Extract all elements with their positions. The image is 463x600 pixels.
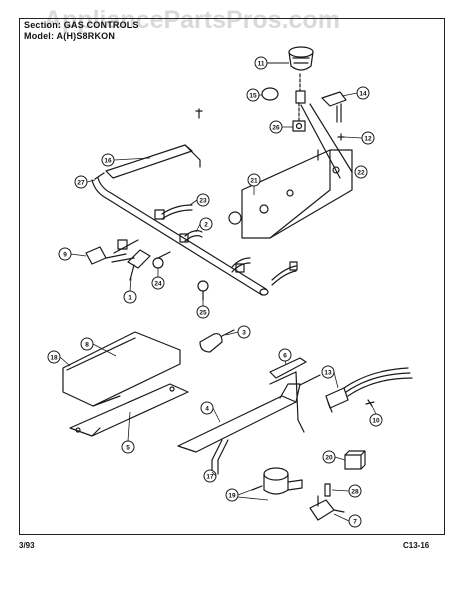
- valve-mid: [231, 257, 251, 273]
- callout-6: 6: [278, 348, 292, 362]
- svg-text:5: 5: [126, 445, 130, 452]
- svg-text:4: 4: [205, 406, 209, 413]
- callout-11: 11: [254, 56, 289, 70]
- callout-13: 13: [321, 365, 335, 379]
- burner-valve-2: [179, 230, 203, 243]
- svg-text:27: 27: [77, 180, 85, 187]
- callout-21: 21: [247, 173, 261, 187]
- support-bracket: [69, 383, 189, 437]
- callout-14: 14: [356, 86, 370, 100]
- bracket-rail: [177, 371, 301, 453]
- svg-text:9: 9: [63, 252, 67, 259]
- valve-right: [271, 261, 298, 286]
- callout-3: 3: [237, 325, 251, 339]
- svg-text:21: 21: [250, 178, 258, 185]
- callout-27: 27: [74, 175, 88, 189]
- burner-valve-23: [154, 204, 193, 220]
- orifice-stem: [295, 73, 306, 104]
- gas-regulator: [251, 467, 303, 495]
- callout-10: 10: [369, 413, 383, 427]
- gas-tube: [211, 439, 229, 475]
- svg-text:10: 10: [372, 418, 380, 425]
- watermark: AppliancePartsPros.com: [44, 6, 340, 34]
- connector-3: [199, 329, 235, 353]
- callout-20: 20: [322, 450, 336, 464]
- clip-bracket: [321, 91, 347, 123]
- callout-8: 8: [80, 337, 94, 351]
- svg-text:19: 19: [228, 493, 236, 500]
- svg-text:12: 12: [364, 136, 372, 143]
- fitting-28: [324, 483, 331, 497]
- callout-4: 4: [200, 401, 214, 415]
- callout-5: 5: [121, 440, 135, 454]
- manifold-bar: [105, 144, 201, 179]
- screw-12: [337, 133, 345, 141]
- svg-text:7: 7: [353, 519, 357, 526]
- callout-18: 18: [47, 350, 61, 364]
- callout-15: 15: [246, 88, 260, 102]
- callout-1: 1: [123, 290, 137, 304]
- svg-text:15: 15: [249, 93, 257, 100]
- callout-28: 28: [348, 484, 362, 498]
- valve-7: [309, 495, 345, 521]
- svg-text:1: 1: [128, 295, 132, 302]
- igniter-switch: [325, 367, 413, 413]
- svg-text:23: 23: [199, 198, 207, 205]
- svg-text:16: 16: [104, 158, 112, 165]
- burner-bracket: [228, 149, 353, 239]
- callout-26: 26: [269, 120, 283, 134]
- callout-19: 19: [225, 488, 239, 502]
- callout-25: 25: [196, 305, 210, 319]
- svg-text:2: 2: [204, 222, 208, 229]
- valve-housing: [269, 357, 321, 433]
- gas-manifold-pipe: [91, 172, 269, 296]
- model-title: Model: A(H)S8RKON: [24, 31, 116, 41]
- callout-16: 16: [101, 153, 115, 167]
- svg-text:17: 17: [206, 474, 214, 481]
- screw-10: [365, 399, 375, 407]
- svg-text:22: 22: [357, 170, 365, 177]
- svg-text:20: 20: [325, 455, 333, 462]
- svg-text:24: 24: [154, 281, 162, 288]
- valve-body-9: [85, 246, 135, 265]
- svg-text:3: 3: [242, 330, 246, 337]
- control-box: [344, 450, 366, 470]
- svg-text:18: 18: [50, 355, 58, 362]
- burner-valve-24: [152, 251, 171, 269]
- svg-text:13: 13: [324, 370, 332, 377]
- svg-text:25: 25: [199, 310, 207, 317]
- svg-text:8: 8: [85, 342, 89, 349]
- footer-code: C13-16: [403, 541, 430, 550]
- section-title: Section: GAS CONTROLS: [24, 20, 139, 30]
- svg-text:28: 28: [351, 489, 359, 496]
- valve-left-bottom: [113, 239, 139, 254]
- diagram-sheet: Section: GAS CONTROLS Model: A(H)S8RKON: [19, 18, 445, 535]
- svg-text:14: 14: [359, 91, 367, 98]
- callout-7: 7: [348, 514, 362, 528]
- hex-nut: [292, 120, 306, 132]
- heat-shield: [62, 331, 181, 407]
- callout-23: 23: [196, 193, 210, 207]
- svg-text:26: 26: [272, 125, 280, 132]
- callout-12: 12: [361, 131, 375, 145]
- callout-22: 22: [354, 165, 368, 179]
- burner-valve-1: [127, 249, 151, 281]
- callout-17: 17: [203, 469, 217, 483]
- o-ring: [261, 87, 279, 101]
- burner-cap: [288, 46, 314, 71]
- svg-text:6: 6: [283, 353, 287, 360]
- screw-top: [195, 108, 203, 119]
- footer-date: 3/93: [19, 541, 35, 550]
- callout-2: 2: [199, 217, 213, 231]
- callout-9: 9: [58, 247, 72, 261]
- svg-text:11: 11: [258, 61, 265, 68]
- callout-24: 24: [151, 276, 165, 290]
- burner-valve-25: [197, 280, 209, 301]
